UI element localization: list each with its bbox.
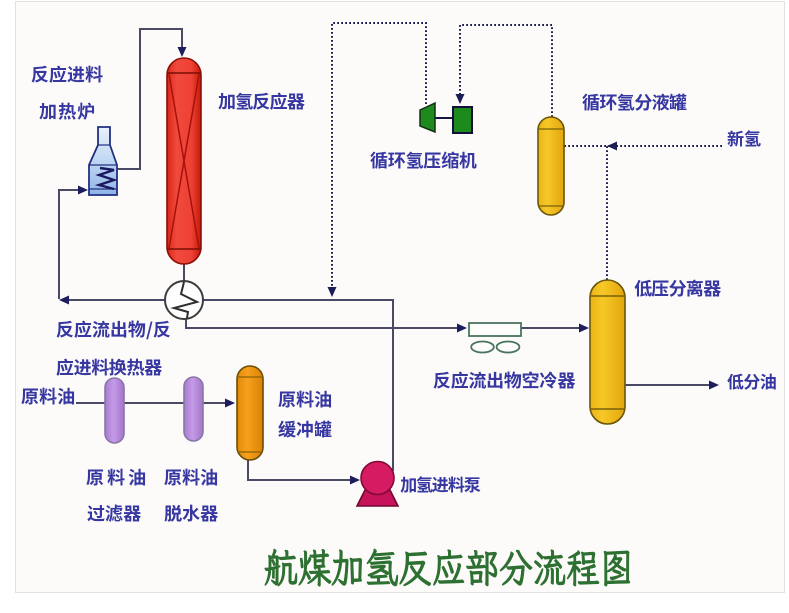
svg-text:低压分离器: 低压分离器: [634, 275, 721, 301]
svg-text:反应流出物/反: 反应流出物/反: [56, 316, 171, 342]
svg-text:新氢: 新氢: [727, 125, 761, 150]
svg-text:过滤器: 过滤器: [87, 500, 141, 526]
svg-text:脱水器: 脱水器: [164, 500, 218, 526]
svg-text:反应进料: 反应进料: [31, 61, 103, 87]
svg-text:低分油: 低分油: [727, 368, 776, 393]
svg-text:缓冲罐: 缓冲罐: [278, 416, 332, 442]
svg-text:航煤加氢反应部分流程图: 航煤加氢反应部分流程图: [264, 541, 633, 594]
svg-text:应进料换热器: 应进料换热器: [56, 354, 162, 380]
svg-text:原料油: 原料油: [86, 464, 149, 490]
svg-text:原料油: 原料油: [21, 383, 75, 409]
svg-text:加氢反应器: 加氢反应器: [218, 88, 305, 114]
svg-text:加热炉: 加热炉: [39, 98, 96, 124]
svg-text:循环氢分液罐: 循环氢分液罐: [582, 89, 687, 115]
svg-text:原料油: 原料油: [164, 464, 218, 490]
svg-text:反应流出物空冷器: 反应流出物空冷器: [433, 367, 575, 393]
svg-text:原料油: 原料油: [278, 386, 332, 412]
svg-text:循环氢压缩机: 循环氢压缩机: [370, 147, 478, 173]
svg-text:加氢进料泵: 加氢进料泵: [400, 471, 481, 496]
